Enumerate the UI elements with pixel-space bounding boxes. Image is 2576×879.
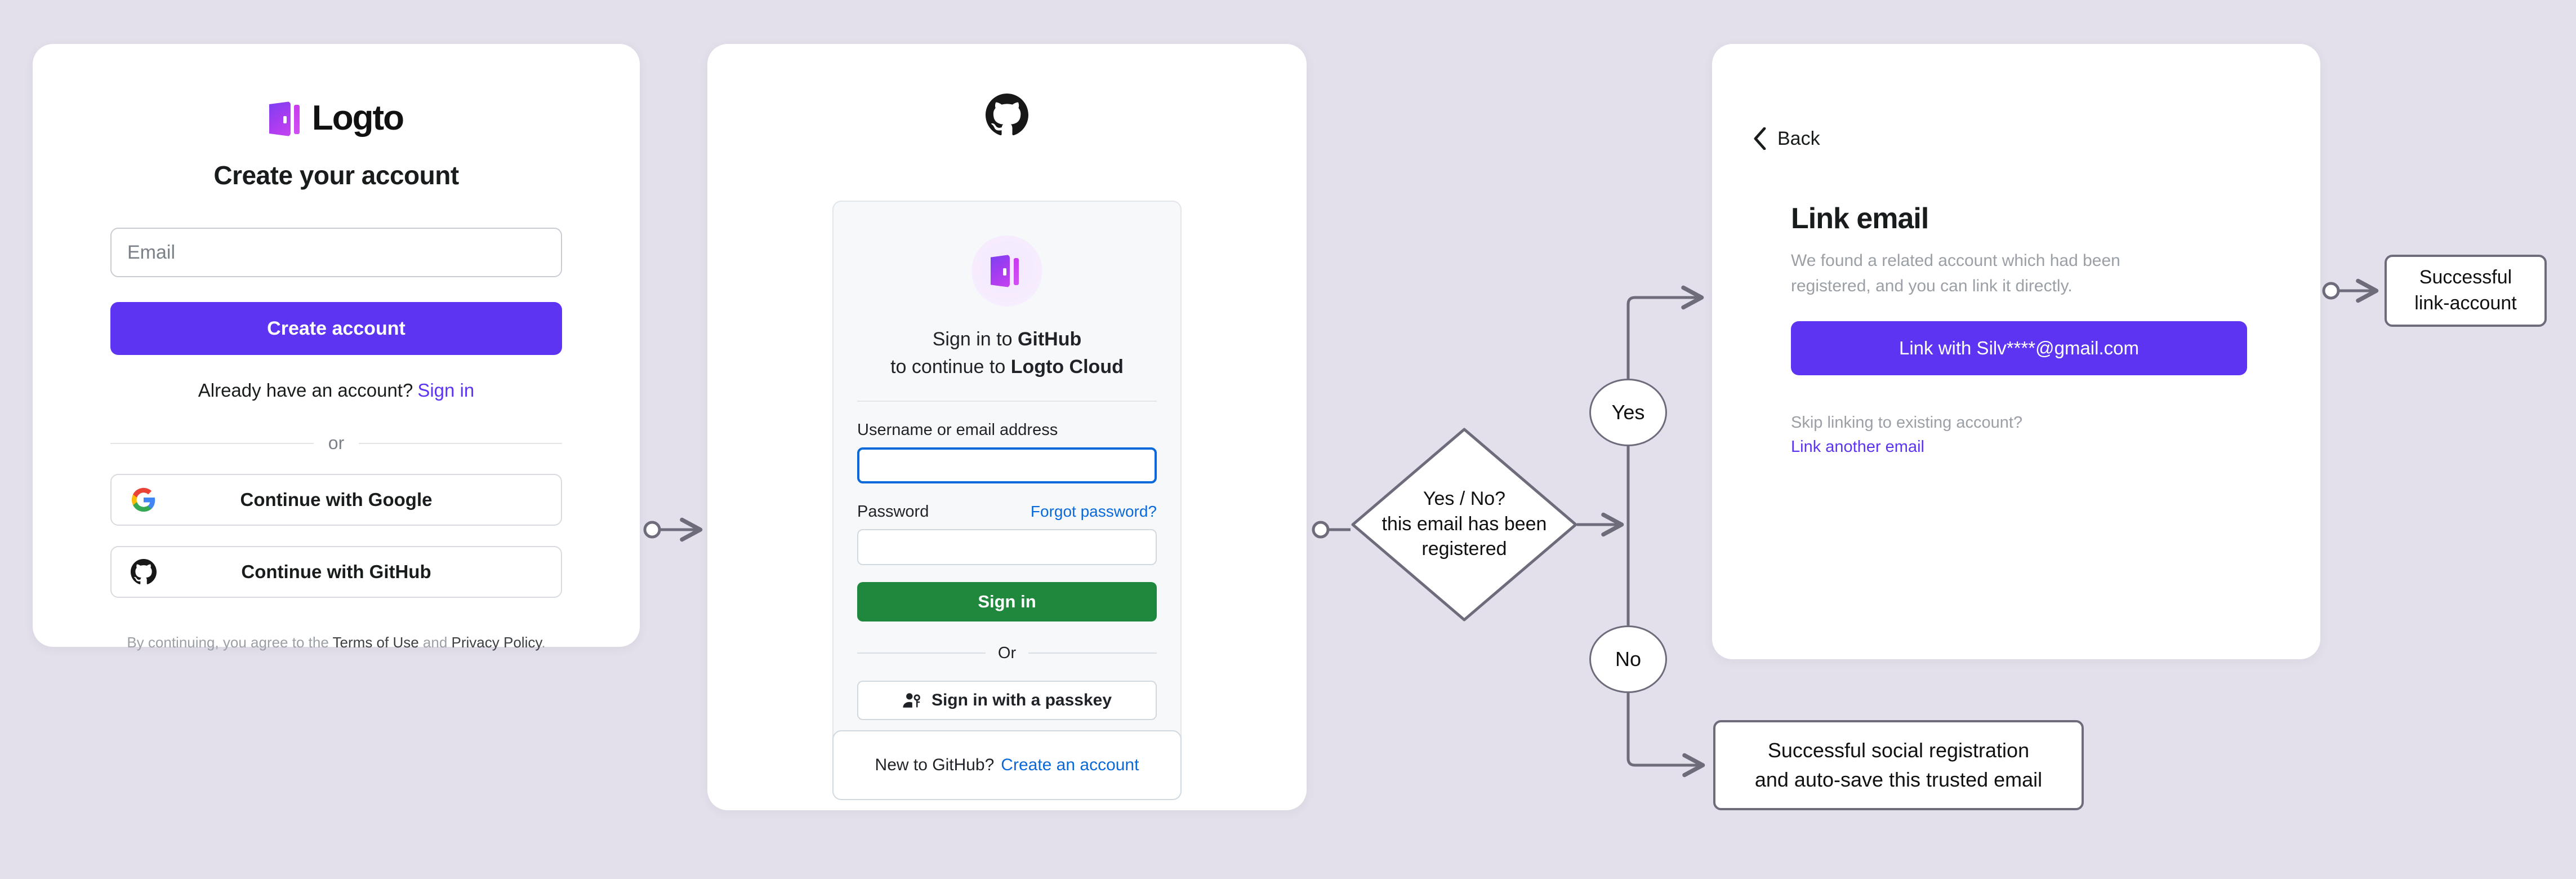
branch-no-node: No [1589, 625, 1667, 693]
continue-with-github-button[interactable]: Continue with GitHub [110, 546, 562, 598]
decision-line-2: this email has been [1381, 513, 1547, 535]
page-title: Create your account [213, 161, 459, 190]
branch-yes-node: Yes [1589, 379, 1667, 446]
privacy-policy-link[interactable]: Privacy Policy [451, 634, 542, 651]
logto-app-avatar-icon [971, 236, 1042, 307]
password-label: Password [857, 502, 929, 521]
connector-start-dot-3 [2322, 282, 2340, 300]
new-to-github-text: New to GitHub? [875, 756, 995, 774]
decision-node: Yes / No? this email has been registered [1352, 428, 1577, 620]
signin-provider-name: GitHub [1017, 328, 1082, 350]
new-to-github-box: New to GitHub? Create an account [832, 730, 1182, 800]
sign-in-with-passkey-button[interactable]: Sign in with a passkey [857, 680, 1157, 720]
github-mark-icon [986, 94, 1028, 136]
already-have-account-text: Already have an account? [198, 380, 413, 401]
github-signin-card: Sign in to GitHub to continue to Logto C… [707, 44, 1307, 810]
password-label-row: Password Forgot password? [857, 503, 1157, 521]
logto-door-logo-icon [269, 100, 301, 136]
email-placeholder-text: Email [127, 241, 176, 263]
signup-card: Logto Create your account Email Create a… [33, 44, 640, 651]
email-input[interactable]: Email [110, 228, 562, 277]
result-social-line-2: and auto-save this trusted email [1754, 768, 2043, 791]
back-label: Back [1777, 127, 1820, 149]
result-successful-social-registration: Successful social registration and auto-… [1713, 720, 2084, 810]
or-divider-label: or [328, 433, 345, 453]
create-account-button[interactable]: Create account [110, 302, 562, 355]
username-input[interactable] [857, 447, 1157, 483]
skip-linking-text: Skip linking to existing account? [1791, 414, 2023, 432]
back-button[interactable]: Back [1753, 127, 1820, 150]
terms-prefix-text: By continuing, you agree to the [127, 634, 333, 651]
link-with-email-button[interactable]: Link with Silv****@gmail.com [1791, 321, 2247, 375]
logto-brand-logo: Logto [110, 100, 562, 136]
already-have-account-row: Already have an account?Sign in [110, 380, 562, 401]
connector-yes-to-link-email [1626, 285, 1704, 379]
sign-in-link[interactable]: Sign in [417, 380, 475, 401]
signin-to-prefix: Sign in to [932, 328, 1018, 350]
link-email-title: Link email [1791, 202, 1929, 235]
github-create-account-link[interactable]: Create an account [1001, 756, 1139, 774]
github-or-divider: Or [857, 644, 1157, 663]
result-link-line-2: link-account [2414, 292, 2517, 314]
panel-divider [857, 400, 1157, 402]
connector-start-dot-2 [1312, 521, 1330, 539]
forgot-password-link[interactable]: Forgot password? [1030, 502, 1157, 520]
continue-with-google-button[interactable]: Continue with Google [110, 474, 562, 526]
connector-no-to-social-result [1626, 693, 1705, 778]
decision-line-3: registered [1421, 538, 1507, 560]
chevron-left-icon [1754, 127, 1766, 150]
continue-with-google-label: Continue with Google [240, 489, 433, 510]
github-sign-in-button[interactable]: Sign in [857, 581, 1157, 621]
terms-notice: By continuing, you agree to the Terms of… [110, 632, 562, 654]
github-signin-panel: Sign in to GitHub to continue to Logto C… [832, 201, 1182, 747]
link-email-description: We found a related account which had bee… [1791, 251, 2120, 295]
terms-of-use-link[interactable]: Terms of Use [332, 634, 419, 651]
passkey-label: Sign in with a passkey [931, 690, 1112, 709]
result-successful-link-account: Successful link-account [2385, 255, 2547, 327]
logto-wordmark: Logto [311, 99, 404, 137]
connector-start-dot-1 [643, 521, 661, 539]
result-social-line-1: Successful social registration [1767, 738, 2030, 762]
link-email-card: Back Link email We found a related accou… [1712, 44, 2320, 659]
decision-line-1: Yes / No? [1423, 487, 1506, 509]
github-icon [131, 559, 157, 584]
link-another-email-link[interactable]: Link another email [1791, 438, 1924, 456]
passkey-person-key-icon [903, 692, 920, 708]
username-label: Username or email address [857, 420, 1058, 439]
terms-suffix-text: . [541, 634, 546, 651]
google-icon [131, 487, 155, 512]
result-link-line-1: Successful [2419, 267, 2512, 288]
github-or-divider-label: Or [997, 643, 1017, 662]
continue-to-prefix: to continue to [890, 356, 1011, 378]
password-input[interactable] [857, 529, 1157, 565]
continue-with-github-label: Continue with GitHub [241, 561, 431, 582]
terms-and-text: and [418, 634, 452, 651]
continue-to-app-name: Logto Cloud [1010, 356, 1124, 378]
github-signin-headline: Sign in to GitHub to continue to Logto C… [857, 326, 1157, 381]
or-divider: or [110, 433, 562, 454]
